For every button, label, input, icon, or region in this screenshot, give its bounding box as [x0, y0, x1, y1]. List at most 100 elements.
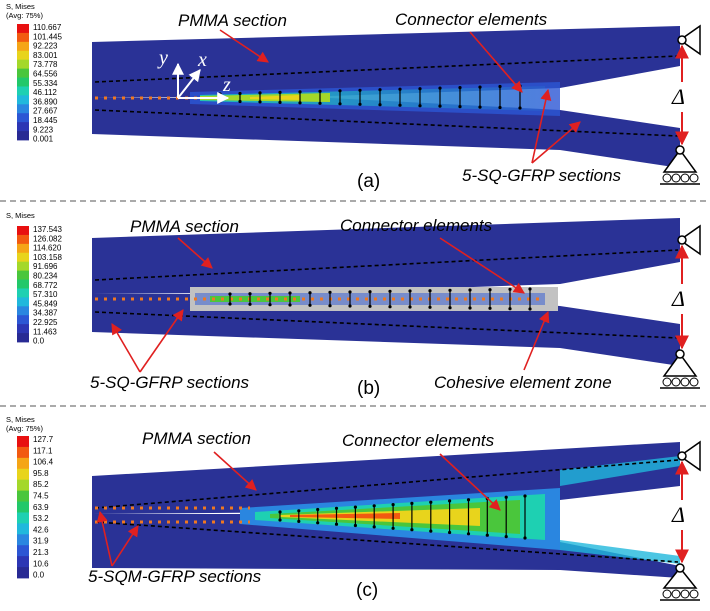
connector-node — [485, 533, 489, 537]
legend-swatch — [17, 113, 29, 123]
upper-arm-a — [92, 26, 680, 98]
legend-value: 64.556 — [33, 70, 58, 79]
legend-swatch — [17, 315, 29, 325]
connector-node — [353, 505, 357, 509]
connector-node — [478, 105, 482, 109]
legend-swatch — [17, 333, 29, 343]
connector-node — [348, 290, 352, 294]
connector-node — [518, 106, 522, 110]
connector-node — [348, 304, 352, 308]
connector-node — [318, 101, 322, 105]
callout-connector-a: Connector elements — [395, 10, 548, 29]
connector-node — [523, 494, 527, 498]
axis-x-label: x — [197, 49, 207, 71]
connector-node — [429, 529, 433, 533]
legend-value: 137.543 — [33, 225, 62, 234]
connector-node — [297, 519, 301, 524]
connector-node — [378, 88, 382, 92]
connector-node — [408, 289, 412, 293]
legend-value: 127.7 — [33, 435, 54, 444]
legend-value: 85.2 — [33, 480, 49, 489]
legend-value: 95.8 — [33, 469, 49, 478]
connector-node — [528, 287, 532, 291]
gfrp-line-upper-a — [94, 55, 679, 83]
legend-swatch — [17, 68, 29, 78]
lower-arm-c — [92, 514, 680, 578]
legend-swatch — [17, 131, 29, 141]
legend-swatch — [17, 556, 29, 568]
legend-swatch — [17, 279, 29, 289]
legend-value: 106.4 — [33, 458, 54, 467]
connector-node — [372, 525, 376, 529]
stress-core-a — [200, 86, 545, 111]
connector-node — [258, 91, 262, 95]
connector-node — [498, 105, 502, 110]
legend-value: 57.310 — [33, 290, 58, 299]
legend-swatch — [17, 59, 29, 70]
connector-node — [429, 500, 433, 504]
delta-label-b: Δ — [671, 286, 685, 311]
legend-swatch — [17, 306, 29, 316]
legend-swatch — [17, 243, 29, 254]
connector-node — [218, 99, 222, 103]
legend-title-line1: S, Mises — [6, 211, 35, 220]
legend-value: 9.223 — [33, 125, 54, 134]
legend-value: 36.890 — [33, 97, 58, 106]
legend-swatch — [17, 545, 29, 557]
legend-swatch — [17, 512, 29, 524]
support-roller-bottom-b — [660, 349, 700, 389]
connector-node — [388, 289, 392, 293]
legend-value: 53.2 — [33, 514, 49, 523]
legend-values-a: 110.667101.44592.22383.00173.77864.55655… — [33, 23, 62, 144]
legend-value: 18.445 — [33, 116, 58, 125]
legend-value: 63.9 — [33, 503, 49, 512]
legend-value: 83.001 — [33, 51, 58, 60]
upper-arm-b — [92, 218, 680, 294]
connector-node — [458, 86, 462, 90]
legend-swatch — [17, 32, 29, 43]
legend-swatch — [17, 490, 29, 502]
legend-value: 110.667 — [33, 23, 62, 32]
support-roller-bottom-c — [660, 563, 700, 601]
legend-title-line1: S, Mises — [6, 415, 35, 424]
connector-node — [298, 101, 302, 105]
connector-node — [438, 104, 442, 108]
connector-node — [328, 304, 332, 308]
callout-connector-c: Connector elements — [342, 431, 495, 450]
legend-swatch — [17, 95, 29, 105]
connector-node — [448, 499, 452, 503]
connector-node — [334, 506, 339, 510]
callout-pmma-b: PMMA section — [130, 217, 239, 236]
connector-node — [428, 289, 432, 293]
connector-node — [468, 288, 472, 292]
legend-value: 27.667 — [33, 107, 58, 116]
connector-node — [228, 302, 232, 306]
support-pin-top-b — [677, 224, 701, 256]
panel-label-b: (b) — [357, 378, 380, 399]
connector-node — [398, 103, 402, 107]
legend-value: 73.778 — [33, 60, 58, 69]
legend-swatch — [17, 468, 29, 481]
legend-swatch — [17, 324, 29, 334]
legend-value: 46.112 — [33, 88, 57, 97]
legend-swatch — [17, 297, 29, 307]
connector-node — [278, 510, 282, 514]
connector-node — [466, 498, 471, 502]
callout-pmma-c: PMMA section — [142, 429, 251, 448]
coordinate-axes: y x z — [157, 47, 231, 104]
beam-model-b — [92, 218, 680, 366]
legend-value: 103.158 — [33, 253, 62, 262]
support-pin-top-c — [677, 440, 701, 472]
connector-node — [258, 100, 262, 104]
connector-node — [391, 526, 395, 530]
connector-node — [278, 90, 282, 94]
callout-gfrp-b: 5-SQ-GFRP sections — [90, 373, 250, 392]
legend-value: 10.6 — [33, 559, 49, 568]
legend-swatch — [17, 252, 29, 263]
legend-value: 22.925 — [33, 318, 58, 327]
legend-value: 117.1 — [33, 446, 53, 455]
connector-node — [368, 304, 372, 308]
legend-swatch — [17, 567, 29, 579]
lower-arm-b — [92, 294, 680, 366]
connector-node — [218, 92, 222, 96]
